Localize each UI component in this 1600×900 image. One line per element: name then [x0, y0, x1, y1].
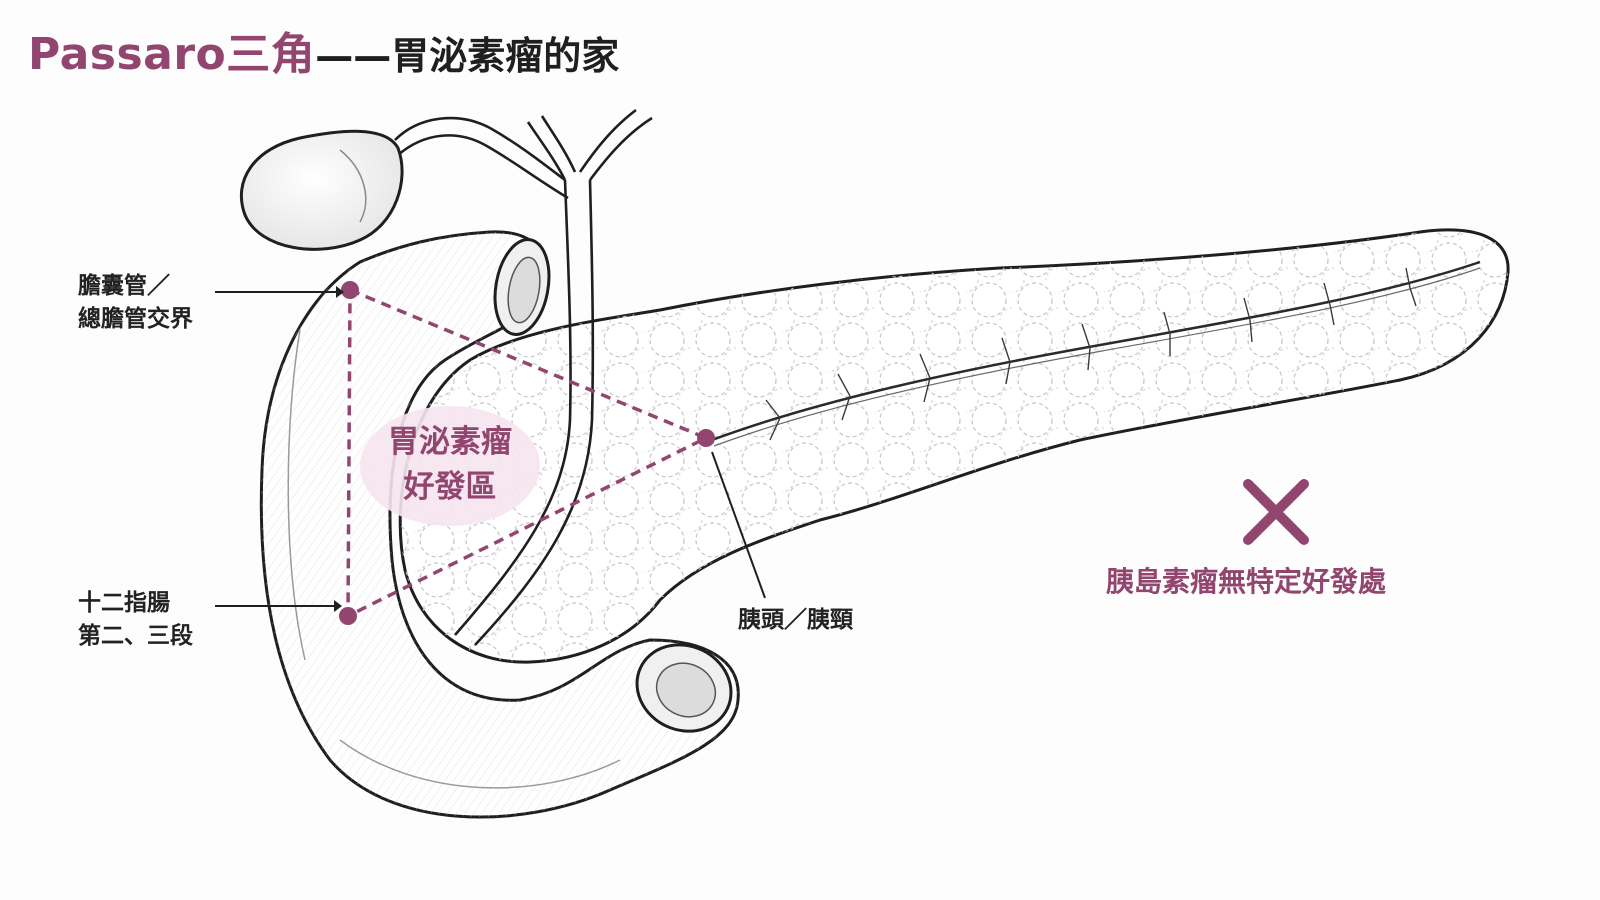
triangle-edges [346, 287, 711, 619]
hepatic-duct-left [526, 121, 567, 181]
duodenum-lower-fold [339, 739, 621, 789]
gallbladder-fold [339, 149, 367, 223]
leader-pancreas-head [711, 451, 766, 599]
biliary-tree [394, 108, 653, 646]
hepatic-duct-left-outer [540, 115, 577, 173]
pancreatic-duct [711, 260, 1481, 442]
common-bile-duct-right [474, 179, 595, 646]
common-bile-duct-left [454, 179, 572, 636]
pancreas-lobules [400, 229, 1509, 663]
label-bile-duct: 膽囊管／ 總膽管交界 [78, 270, 193, 336]
page-title: Passaro三角 ——胃泌素瘤的家 [28, 18, 619, 82]
label-duodenum-line1: 十二指腸 [78, 590, 170, 616]
hepatic-duct-right-outer [578, 108, 637, 173]
zone-highlight [360, 406, 540, 526]
duodenum-inner-fold [287, 329, 306, 661]
cross-icon [1243, 479, 1309, 545]
title-accent: Passaro三角 [28, 29, 316, 80]
gallbladder [239, 129, 404, 251]
duodenum-hatching [261, 231, 739, 818]
label-duodenum: 十二指腸 第二、三段 [78, 587, 193, 653]
zone-label-line2: 好發區 [403, 469, 497, 505]
hepatic-duct-right [588, 116, 653, 181]
duct-branches [765, 267, 1417, 441]
label-bile-duct-line1: 膽囊管／ [78, 273, 170, 299]
vertex-pancreas-head [697, 429, 715, 447]
gallbladder-body [239, 129, 404, 251]
zone-label: 胃泌素瘤 好發區 [372, 420, 528, 510]
cystic-duct-upper [394, 116, 566, 182]
pancreas [398, 228, 1510, 664]
passaro-triangle [339, 281, 715, 625]
duodenum-upper-lumen-inner [507, 256, 541, 324]
label-bile-duct-line2: 總膽管交界 [78, 306, 193, 332]
title-rest: ——胃泌素瘤的家 [315, 34, 620, 78]
insulinoma-note: 胰島素瘤無特定好發處 [1106, 565, 1387, 598]
pancreatic-duct-inner [713, 267, 1481, 447]
vertex-duodenum [339, 607, 357, 625]
label-duodenum-line2: 第二、三段 [78, 623, 193, 649]
duodenum-lower-lumen-inner [655, 662, 717, 718]
leader-lines [215, 286, 766, 612]
vertex-bile-duct [341, 281, 359, 299]
duodenum [259, 230, 740, 819]
cystic-duct-lower [397, 134, 569, 200]
zone-label-line1: 胃泌素瘤 [388, 424, 512, 460]
label-pancreas-head: 胰頭／胰頸 [738, 607, 853, 633]
